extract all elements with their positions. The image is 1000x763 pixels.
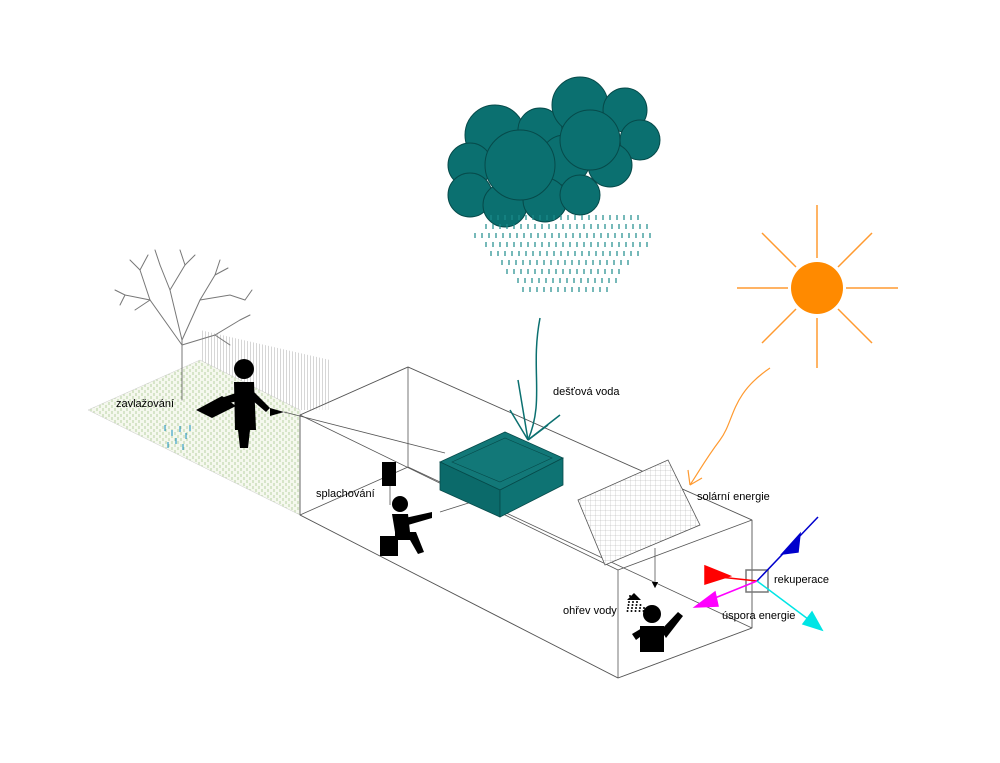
label-solar-energy: solární energie xyxy=(697,491,770,503)
rainwater-tank xyxy=(439,431,564,518)
labels: zavlažování dešťová voda splachování sol… xyxy=(116,386,829,622)
solar-energy-flow xyxy=(687,367,771,486)
recuperation-arrows xyxy=(692,516,824,632)
label-rainwater: dešťová voda xyxy=(553,386,620,398)
label-irrigation: zavlažování xyxy=(116,398,174,410)
solar-panel xyxy=(577,459,701,566)
cloud-icon xyxy=(447,76,661,228)
flush-tank-icon xyxy=(382,462,396,486)
sun-icon xyxy=(737,205,898,368)
person-shower-icon xyxy=(632,605,683,652)
garden-area xyxy=(87,330,330,516)
rain-drops xyxy=(474,215,651,292)
label-recuperation: rekuperace xyxy=(774,574,829,586)
recuperation-exchanger xyxy=(745,569,769,593)
tree-icon xyxy=(114,249,253,401)
person-toilet-icon xyxy=(380,496,432,556)
label-energy-saving: úspora energie xyxy=(722,610,795,622)
label-water-heating: ohřev vody xyxy=(563,605,617,617)
irrigation-drops xyxy=(164,425,191,450)
person-watering-icon xyxy=(196,359,284,448)
shower-icon xyxy=(626,593,649,612)
label-flushing: splachování xyxy=(316,488,375,500)
rainwater-flow xyxy=(509,317,561,441)
